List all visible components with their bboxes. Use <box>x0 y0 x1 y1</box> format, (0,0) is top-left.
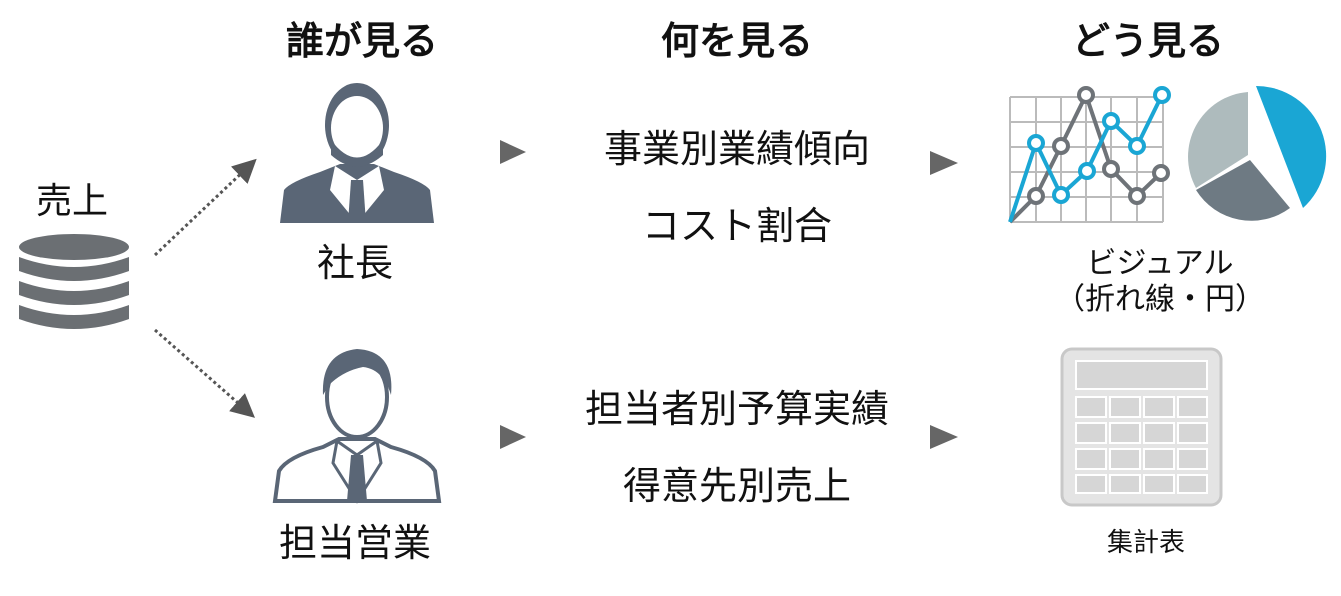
salesperson-icon <box>272 349 442 504</box>
source-label: 売上 <box>35 181 109 222</box>
item-customer-sales: 得意先別売上 <box>622 464 852 508</box>
role-president: 社長 <box>316 241 394 285</box>
header-what: 何を見る <box>660 19 814 63</box>
item-cost-ratio: コスト割合 <box>641 204 833 248</box>
role-sales: 担当営業 <box>278 521 432 565</box>
item-business-trend: 事業別業績傾向 <box>603 127 871 171</box>
president-icon <box>280 83 434 223</box>
header-how: どう見る <box>1071 19 1225 63</box>
output-visual-detail: （折れ線・円） <box>1055 282 1265 317</box>
header-who: 誰が見る <box>285 19 439 63</box>
item-budget-actual: 担当者別予算実績 <box>584 387 890 431</box>
spreadsheet-icon <box>1060 347 1223 507</box>
arrow-to-sales <box>154 328 256 418</box>
triangle-arrow <box>500 425 526 449</box>
triangle-arrow <box>930 151 958 175</box>
output-visual: ビジュアル <box>1086 246 1234 281</box>
triangle-arrow <box>930 425 958 449</box>
triangle-arrow <box>500 140 526 164</box>
database-icon <box>19 234 129 329</box>
output-table: 集計表 <box>1106 528 1186 558</box>
